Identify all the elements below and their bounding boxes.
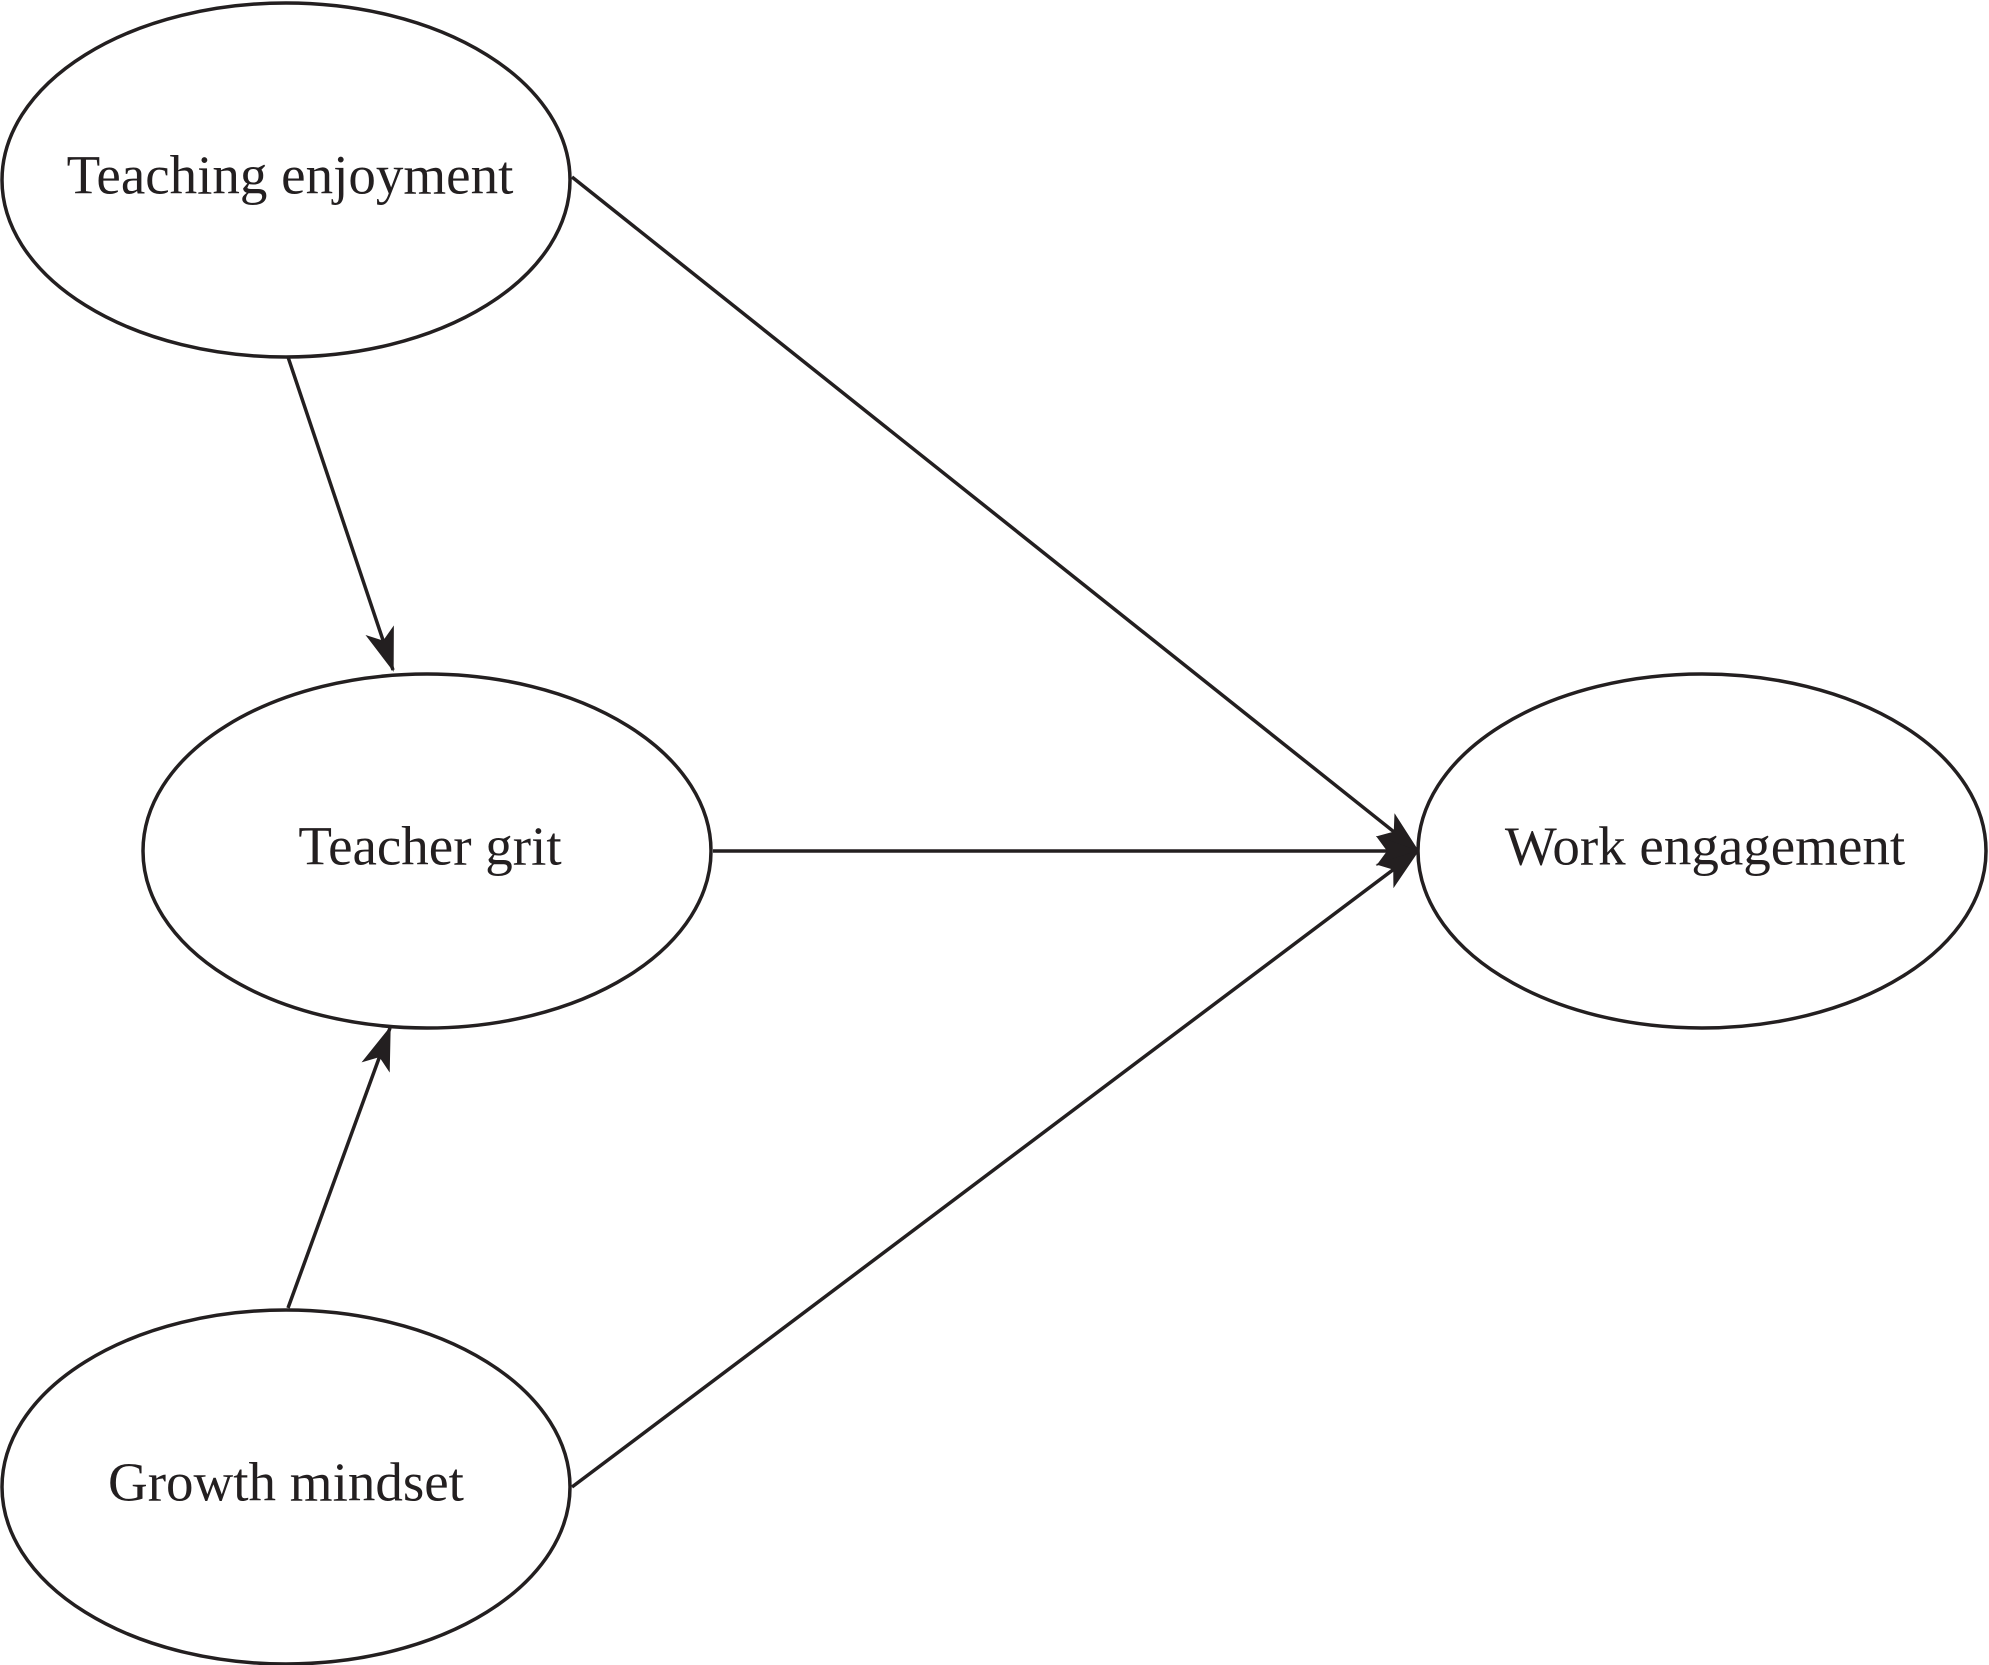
node-growth-mindset: Growth mindset bbox=[0, 1308, 572, 1665]
arrow-teaching-enjoyment-to-work-engagement bbox=[570, 175, 1420, 853]
arrow-growth-mindset-to-teacher-grit bbox=[286, 1026, 392, 1309]
node-teacher-grit-shape bbox=[141, 672, 713, 1030]
edges bbox=[286, 175, 1420, 1489]
node-teacher-grit-label: Teacher grit bbox=[298, 816, 561, 877]
arrow-growth-mindset-to-work-engagement bbox=[570, 849, 1420, 1489]
node-work-engagement: Work engagement bbox=[1416, 672, 1988, 1030]
node-teacher-grit: Teacher grit bbox=[141, 672, 713, 1030]
node-teaching-enjoyment-label: Teaching enjoyment bbox=[67, 145, 514, 206]
node-teaching-enjoyment-shape bbox=[0, 1, 572, 359]
node-work-engagement-shape bbox=[1416, 672, 1988, 1030]
node-growth-mindset-shape bbox=[0, 1308, 572, 1665]
arrow-teaching-enjoyment-to-teacher-grit bbox=[286, 356, 395, 672]
node-teaching-enjoyment: Teaching enjoyment bbox=[0, 1, 572, 359]
node-work-engagement-label: Work engagement bbox=[1505, 816, 1905, 877]
node-growth-mindset-label: Growth mindset bbox=[108, 1452, 464, 1513]
